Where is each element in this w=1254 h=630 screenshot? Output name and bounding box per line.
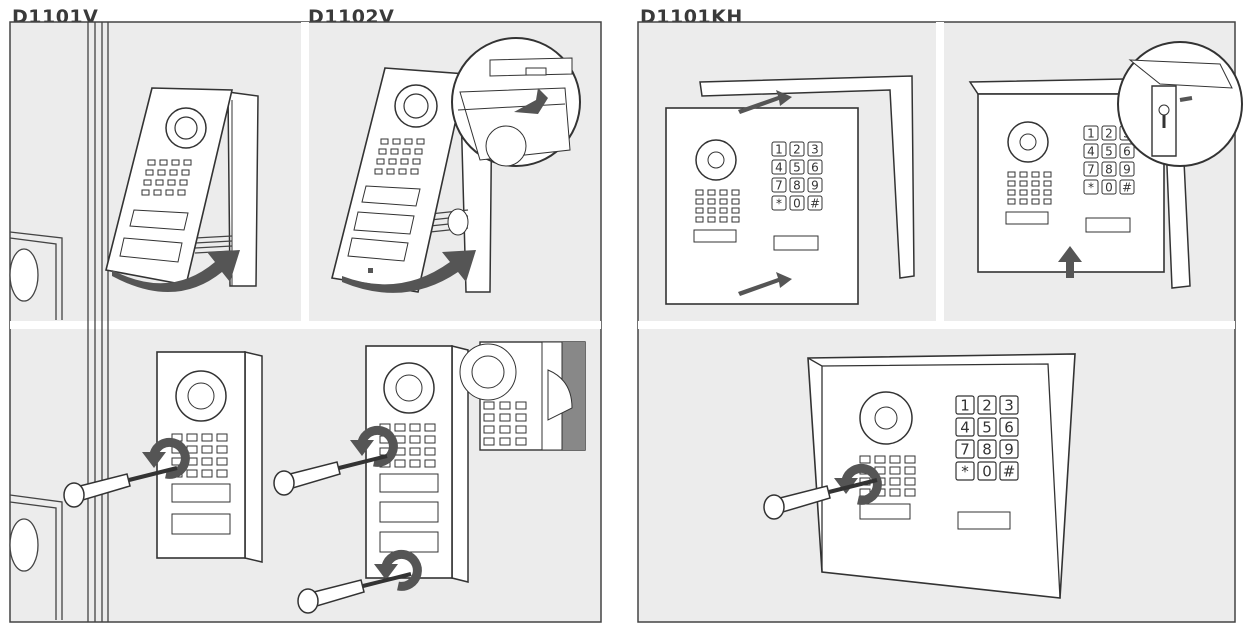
keypad-key-label: #: [1122, 180, 1132, 194]
keypad-key-label: *: [776, 196, 782, 210]
keypad-key: [771, 195, 787, 211]
keypad-key: [999, 417, 1019, 437]
keypad-key-label: 4: [960, 418, 970, 436]
magnifier-circle-icon: [1117, 41, 1243, 167]
curved-arrow-icon: [112, 250, 240, 293]
magnifier-circle-icon: [451, 37, 581, 167]
keypad-key: [999, 439, 1019, 459]
keypad-key-label: #: [810, 196, 820, 210]
keypad-key-label: 1: [775, 142, 783, 156]
keypad-key: [1083, 179, 1099, 195]
keypad-key-label: 4: [1087, 144, 1095, 158]
keypad-key-label: 9: [1004, 440, 1014, 458]
keypad-key-label: 8: [982, 440, 992, 458]
keypad-key-label: 3: [1004, 396, 1014, 414]
keypad-key-label: 9: [811, 178, 819, 192]
keypad-key: [807, 141, 823, 157]
keypad-key: [1083, 161, 1099, 177]
keypad-key: [977, 417, 997, 437]
door-frame: [9, 22, 109, 622]
keypad-key: [771, 159, 787, 175]
keypad-key: [977, 395, 997, 415]
keypad-key-label: 2: [1105, 126, 1113, 140]
keypad-key-label: 0: [982, 462, 992, 480]
keypad-key-label: 5: [982, 418, 992, 436]
detail-inset: [459, 341, 586, 451]
keypad-key: [1101, 125, 1117, 141]
keypad-key: [977, 461, 997, 481]
slide-arrow-icon: [738, 90, 792, 296]
keypad-key: [1083, 143, 1099, 159]
keypad-key: [999, 461, 1019, 481]
keypad-key-label: 6: [1004, 418, 1014, 436]
keypad-key: [1119, 179, 1135, 195]
keypad-key-label: 1: [1087, 126, 1095, 140]
keypad-key: [807, 159, 823, 175]
keypad-key-label: 2: [793, 142, 801, 156]
up-arrow-icon: [1058, 246, 1082, 278]
keypad-key-label: *: [961, 462, 969, 480]
keypad-key: [999, 395, 1019, 415]
keypad-key: [955, 417, 975, 437]
keypad-key-label: 8: [793, 178, 801, 192]
panel-d1101v-screw: [62, 351, 263, 563]
keypad-key-label: 2: [982, 396, 992, 414]
keypad-key: [1101, 161, 1117, 177]
keypad-key-label: 5: [1105, 144, 1113, 158]
keypad-key-label: 7: [1087, 162, 1095, 176]
keypad-key: [1119, 143, 1135, 159]
keypad-key: [977, 439, 997, 459]
keypad-key-label: 4: [775, 160, 783, 174]
panel-d1102v-mount: [331, 37, 581, 293]
keypad-key-label: 0: [1105, 180, 1113, 194]
keypad-key-label: *: [1088, 180, 1094, 194]
keypad-key: [1101, 179, 1117, 195]
keypad-key: [1119, 161, 1135, 177]
keypad-key: [789, 177, 805, 193]
keypad-key: [771, 177, 787, 193]
keypad-key: [807, 177, 823, 193]
panel-d1101v-mount: [105, 87, 259, 293]
keypad-key-label: 1: [960, 396, 970, 414]
keypad-key: [1083, 125, 1099, 141]
keypad-key-label: 7: [960, 440, 970, 458]
keypad-key: [955, 439, 975, 459]
keypad-key: [789, 141, 805, 157]
keypad-key-label: 3: [811, 142, 819, 156]
keypad-key: [789, 159, 805, 175]
panel-d1102v-screw: [272, 341, 586, 615]
keypad-key: [955, 461, 975, 481]
keypad-key: [1101, 143, 1117, 159]
keypad-key: [771, 141, 787, 157]
keypad-key: [955, 395, 975, 415]
keypad-key-label: 9: [1123, 162, 1131, 176]
curved-arrow-icon: [342, 250, 476, 293]
keypad-key-label: 6: [1123, 144, 1131, 158]
keypad-key-label: 0: [793, 196, 801, 210]
keypad-key-label: #: [1003, 462, 1016, 480]
keypad-key-label: 8: [1105, 162, 1113, 176]
keypad-key: [807, 195, 823, 211]
keypad-key: [789, 195, 805, 211]
keypad-key-label: 5: [793, 160, 801, 174]
keypad-key-label: 6: [811, 160, 819, 174]
keypad-key-label: 7: [775, 178, 783, 192]
